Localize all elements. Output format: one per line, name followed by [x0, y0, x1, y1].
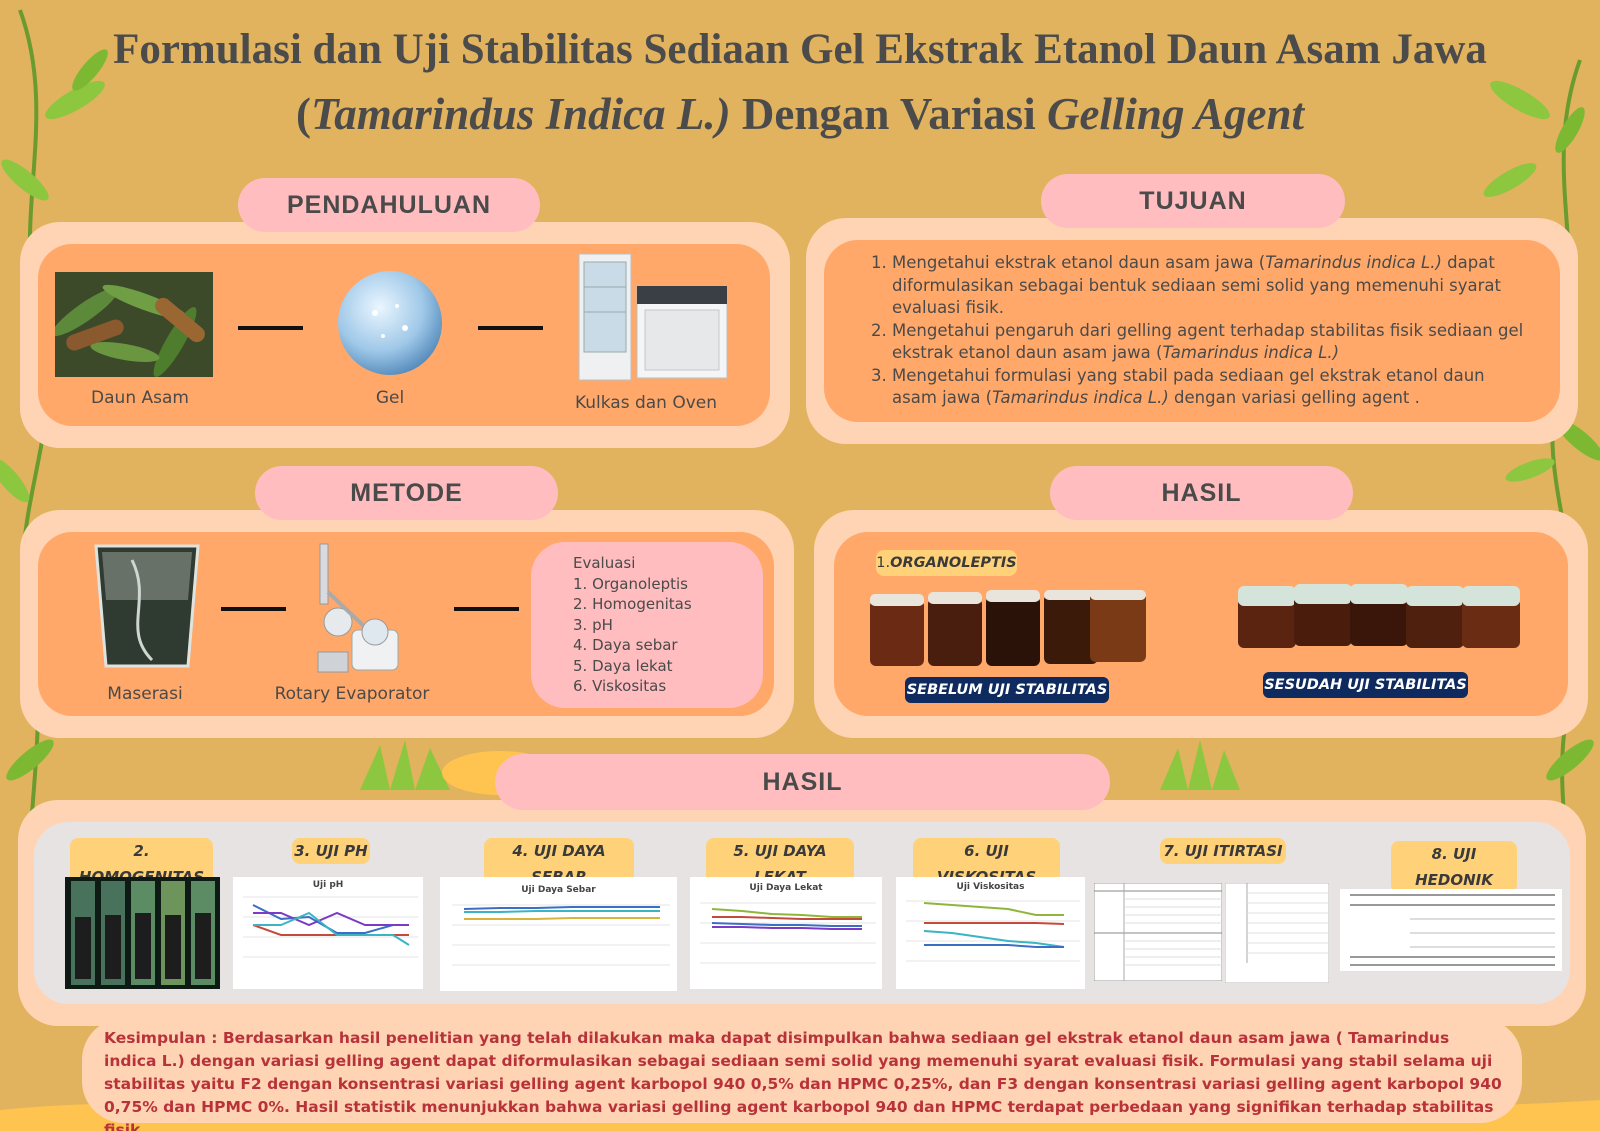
homogenitas-image: [65, 877, 220, 989]
hasil-top-label: HASIL: [1050, 466, 1353, 520]
evaluasi-item: 4. Daya sebar: [573, 636, 678, 654]
tujuan-inner: [824, 240, 1560, 422]
hasil-bottom-label: HASIL: [495, 754, 1110, 810]
uji-daya-lekat-chart-title: Uji Daya Lekat: [749, 883, 823, 893]
evaluasi-item: 6. Viskositas: [573, 677, 667, 695]
uji-ph-chart: Uji pH: [233, 877, 423, 989]
uji-itirtasi-table-image: [1094, 883, 1222, 981]
connector-dash: [478, 326, 543, 330]
tujuan-item: Mengetahui ekstrak etanol daun asam jawa…: [892, 252, 1534, 320]
evaluasi-box: Evaluasi 1. Organoleptis 2. Homogenitas …: [531, 542, 763, 708]
uji-daya-sebar-chart-title: Uji Daya Sebar: [521, 885, 596, 895]
organoleptis-tag: 1.ORGANOLEPTIS: [876, 550, 1017, 576]
evaluasi-item: 2. Homogenitas: [573, 595, 692, 613]
evaluasi-item: 3. pH: [573, 615, 613, 634]
uji-viskositas-chart-plot: [906, 900, 1080, 962]
kesimpulan-box: Kesimpulan : Berdasarkan hasil penelitia…: [82, 1018, 1522, 1131]
jars-before-image: [870, 590, 1146, 666]
uji-daya-lekat-chart: Uji Daya Lekat: [690, 877, 882, 989]
evaluasi-item: 5. Daya lekat: [573, 656, 673, 675]
title-line-1: Formulasi dan Uji Stabilitas Sediaan Gel…: [113, 26, 1487, 73]
uji-viskositas-chart: Uji Viskositas: [896, 877, 1085, 989]
uji-viskositas-chart-title: Uji Viskositas: [956, 882, 1025, 892]
uji-itirtasi-table-image: [1225, 883, 1329, 983]
metode-label: METODE: [255, 466, 558, 520]
caption-gel: Gel: [375, 388, 405, 408]
fridge-oven-image: [578, 253, 728, 381]
pendahuluan-label: PENDAHULUAN: [238, 178, 540, 232]
uji-daya-sebar-chart: Uji Daya Sebar: [440, 877, 677, 991]
jars-after-image: [1238, 584, 1520, 648]
poster-title: Formulasi dan Uji Stabilitas Sediaan Gel…: [0, 18, 1600, 146]
tujuan-item: Mengetahui pengaruh dari gelling agent t…: [892, 320, 1534, 365]
evaluasi-item: 1. Organoleptis: [573, 574, 688, 593]
uji-hedonik-table-image: [1340, 889, 1562, 971]
grass-decoration: [360, 740, 450, 790]
grass-decoration: [1160, 740, 1240, 790]
after-stability-tag: SESUDAH UJI STABILITAS: [1263, 672, 1468, 698]
connector-dash: [238, 326, 303, 330]
tujuan-label: TUJUAN: [1041, 174, 1345, 228]
uji-itirtasi-tag: 7. UJI ITIRTASI: [1160, 838, 1286, 864]
uji-ph-chart-plot: [243, 896, 418, 958]
evaluasi-title: Evaluasi: [573, 554, 636, 572]
uji-hedonik-tag: 8. UJI HEDONIK: [1391, 841, 1517, 893]
connector-dash: [221, 607, 286, 611]
tujuan-list: Mengetahui ekstrak etanol daun asam jawa…: [874, 252, 1534, 410]
title-line-2: (Tamarindus Indica L.) Dengan Variasi Ge…: [295, 89, 1305, 139]
before-stability-tag: SEBELUM UJI STABILITAS: [905, 677, 1109, 703]
uji-ph-tag: 3. UJI PH: [292, 838, 370, 864]
tamarind-leaves-image: [55, 272, 213, 377]
uji-daya-lekat-chart-plot: [700, 902, 876, 964]
gel-drop-image: [338, 271, 442, 375]
rotary-evaporator-image: [317, 543, 399, 673]
caption-maserasi: Maserasi: [107, 684, 183, 704]
uji-ph-chart-title: Uji pH: [312, 880, 344, 890]
caption-kulkas-oven: Kulkas dan Oven: [574, 393, 718, 413]
caption-daun-asam: Daun Asam: [91, 388, 189, 408]
tujuan-item: Mengetahui formulasi yang stabil pada se…: [892, 365, 1534, 410]
connector-dash: [454, 607, 519, 611]
maserasi-image: [94, 544, 200, 668]
caption-rotary-evaporator: Rotary Evaporator: [274, 684, 430, 704]
uji-daya-sebar-chart-plot: [452, 904, 670, 966]
